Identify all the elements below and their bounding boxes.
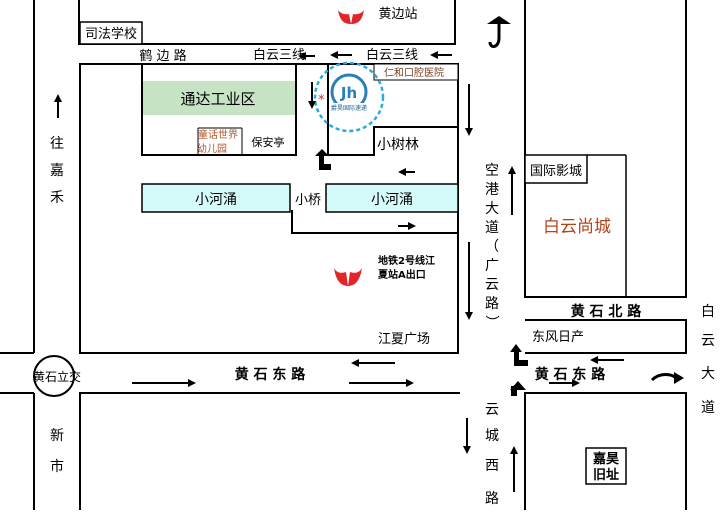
svg-text:云: 云 (701, 333, 715, 349)
international-cinema-label: 国际影城 (530, 164, 582, 179)
svg-text:嘉昊: 嘉昊 (592, 451, 619, 467)
dongfeng-label: 东风日产 (532, 330, 584, 345)
tongda-park-area (143, 81, 295, 115)
huangshi-east-road-label-right: 黄 石 东 路 (535, 366, 607, 383)
huangshi-north-road-label: 黄 石 北 路 (571, 303, 643, 320)
svg-text:嘉: 嘉 (50, 163, 64, 179)
svg-text:大: 大 (701, 366, 715, 382)
svg-text:云: 云 (485, 277, 499, 293)
hebian-road-label: 鹤 边 路 (139, 48, 186, 64)
svg-text:云: 云 (485, 402, 499, 418)
svg-text:道: 道 (485, 220, 499, 236)
canal-right (325, 183, 459, 213)
svg-text:空: 空 (485, 163, 499, 179)
block-lines (141, 64, 458, 234)
yuncheng-west-road-label: 云 城 西 路 (485, 402, 499, 507)
svg-text:白: 白 (701, 304, 715, 320)
svg-text:童话世界: 童话世界 (198, 128, 238, 141)
turn-arrow-icon-1 (315, 149, 331, 170)
svg-text:禾: 禾 (50, 190, 64, 206)
svg-text:新: 新 (50, 428, 64, 444)
baiyun-line-label-2: 白云三线 (366, 47, 418, 63)
curve-arrow-icon (650, 372, 684, 384)
svg-text:城: 城 (485, 428, 499, 444)
huangshi-interchange-label: 黄石立交 (33, 369, 81, 384)
svg-text:路: 路 (485, 296, 499, 312)
metro-logo-icon (334, 268, 362, 286)
baiyun-avenue-label: 白 云 大 道 (701, 304, 715, 416)
svg-text:市: 市 (50, 458, 64, 475)
canal-left-label: 小河涌 (195, 192, 237, 208)
jiahao-old-site-label: 嘉昊 旧址 (592, 451, 619, 483)
sifa-school-label: 司法学校 (85, 26, 137, 42)
tongda-park-label: 通达工业区 (180, 90, 255, 108)
metro-exit-label: 地铁2号线江 夏站A出口 (377, 254, 435, 281)
svg-text:）: ） (483, 315, 499, 329)
svg-text:旧址: 旧址 (593, 467, 619, 483)
location-star-icon: * (318, 93, 325, 108)
canal-right-label: 小河涌 (371, 192, 413, 208)
huangshi-east-road-label: 黄 石 东 路 (235, 366, 307, 383)
kindergarten-label: 童话世界 幼儿园 (197, 128, 238, 155)
baiyun-mall-label: 白云尚城 (543, 217, 611, 237)
svg-text:广: 广 (485, 258, 499, 274)
xiaoshulin-label: 小树林 (377, 137, 419, 153)
to-xinshi-label: 新 市 (50, 428, 64, 475)
huangbian-station-label: 黄边站 (378, 7, 417, 22)
svg-text:港: 港 (485, 182, 499, 198)
svg-text:往: 往 (50, 136, 64, 152)
to-jiahe-label: 往 嘉 禾 (50, 136, 64, 206)
u-turn-arrow-icon (487, 16, 511, 48)
bridge-label: 小桥 (295, 193, 321, 208)
turn-arrow-icon-2 (510, 344, 528, 366)
airport-road-label: 空 港 大 道 （ 广 云 路 ） (483, 163, 499, 329)
svg-text:爵昊国际速递: 爵昊国际速递 (331, 104, 367, 112)
svg-text:地铁2号线江: 地铁2号线江 (378, 254, 435, 267)
turn-arrow-icon-3 (510, 381, 526, 396)
baiyun-line-label-1: 白云三线 (253, 47, 305, 63)
direction-arrows (54, 51, 624, 492)
road-lines (0, 0, 687, 510)
svg-text:幼儿园: 幼儿园 (197, 142, 227, 155)
company-highlight-circle (313, 61, 385, 133)
canal-left (141, 183, 291, 213)
guard-booth-label: 保安亭 (252, 135, 285, 149)
svg-text:（: （ (485, 239, 499, 255)
huangbian-metro-icon (338, 10, 364, 24)
svg-text:道: 道 (701, 400, 715, 416)
jiangxia-square-label: 江夏广场 (378, 332, 430, 347)
svg-text:西: 西 (485, 458, 499, 474)
huangshi-interchange-circle (33, 355, 75, 397)
svg-text:夏站A出口: 夏站A出口 (377, 268, 426, 281)
dental-clinic-label: 仁和口腔医院 (384, 66, 444, 79)
svg-text:大: 大 (485, 201, 499, 217)
svg-text:Jh: Jh (340, 84, 357, 102)
company-logo: Jh 爵昊国际速递 (330, 73, 368, 112)
svg-text:路: 路 (485, 491, 499, 507)
